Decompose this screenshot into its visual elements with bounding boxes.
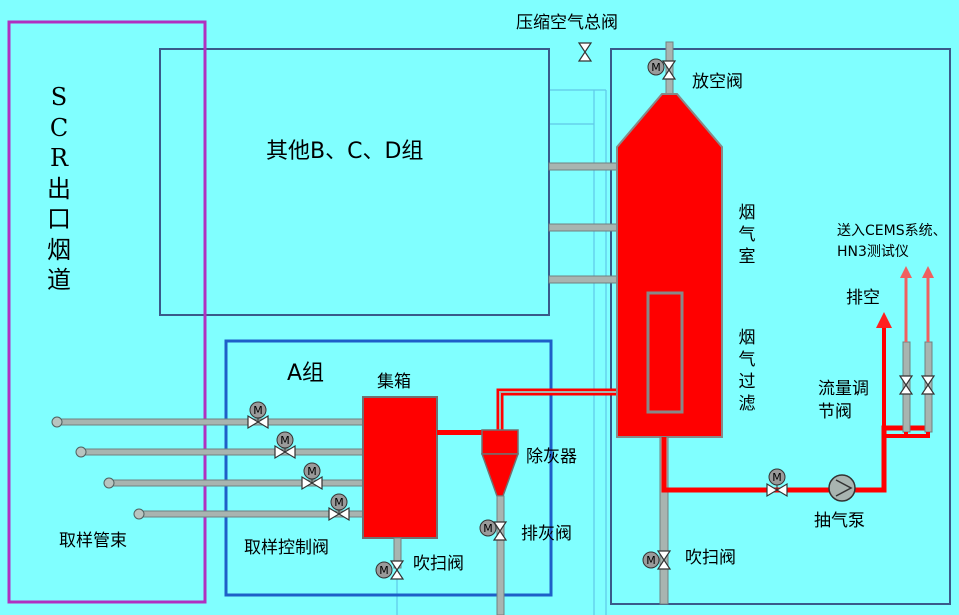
filter-char: 烟: [738, 328, 756, 348]
pump-icon: [828, 474, 856, 502]
group-a-label: A组: [287, 361, 325, 386]
scr-outlet-box: [7, 20, 207, 604]
exhaust-label: 排空: [846, 288, 880, 308]
filter-char: 滤: [738, 394, 756, 414]
sampling-control-valve-label: 取样控制阀: [244, 538, 329, 558]
cems-label-line2: HN3测试仪: [837, 244, 909, 260]
svg-text:M: M: [646, 554, 656, 567]
sampling-tube-bundle-label: 取样管束: [59, 531, 127, 551]
chamber-char: 烟: [738, 203, 756, 223]
sampling-tube-ends: [51, 416, 145, 520]
chamber-outlet-red: [661, 425, 928, 493]
ash-discharge-motor: M: [479, 519, 497, 537]
main-compressed-air-valve-label: 压缩空气总阀: [516, 13, 618, 33]
right-purge-valve-icon: [656, 550, 672, 570]
other-groups-box: [159, 48, 550, 316]
sampling-control-valves: M M M M: [247, 401, 350, 522]
vent-valve-motor: M: [647, 58, 665, 76]
scr-char: 烟: [47, 235, 71, 264]
group-a-box: [224, 339, 553, 597]
svg-text:M: M: [307, 465, 317, 478]
vent-valve-label: 放空阀: [692, 72, 743, 92]
other-groups-pipes: [548, 162, 618, 284]
scr-char: 出: [47, 174, 71, 203]
dust-remover-cyclone: [480, 429, 520, 497]
flue-gas-chamber: [616, 93, 723, 438]
scr-outlet-label: S C R 出 口 烟 道: [44, 82, 74, 296]
header-purge-valve: [389, 560, 405, 580]
scr-char: C: [49, 113, 69, 142]
flow-control-valve-label-1: 流量调: [818, 379, 869, 399]
scr-char: S: [50, 83, 68, 111]
svg-text:M: M: [651, 61, 661, 74]
background-lines: [396, 89, 607, 615]
filter-char: 过: [738, 372, 756, 392]
cems-branches: [884, 266, 936, 438]
svg-text:M: M: [253, 404, 263, 417]
chamber-char: 室: [738, 247, 756, 267]
outlet-motor-valve: M: [766, 468, 788, 498]
scr-char: R: [49, 144, 69, 172]
svg-text:M: M: [483, 522, 493, 535]
scr-char: 口: [47, 205, 71, 233]
flue-gas-chamber-label: 烟 气 室: [737, 202, 757, 268]
header-box: [362, 396, 438, 539]
header-purge-valve-label: 吹扫阀: [413, 554, 464, 574]
header-to-cyclone-pipe: [437, 430, 485, 435]
right-purge-valve-label: 吹扫阀: [685, 548, 736, 568]
main-compressed-air-valve-icon: [577, 42, 593, 62]
chamber-char: 气: [738, 225, 756, 245]
flue-gas-filter-label: 烟 气 过 滤: [737, 327, 757, 415]
ash-discharge-valve-label: 排灰阀: [521, 524, 572, 544]
right-purge-motor: M: [642, 551, 660, 569]
vent-valve-icon: [661, 60, 677, 80]
ash-pipe: [496, 495, 505, 615]
analyzer-enclosure: [610, 48, 951, 605]
svg-text:M: M: [280, 434, 290, 447]
ash-discharge-valve-icon: [492, 521, 508, 541]
extraction-pump-label: 抽气泵: [814, 511, 865, 531]
dust-remover-label: 除灰器: [526, 447, 577, 467]
svg-text:M: M: [334, 496, 344, 509]
svg-text:M: M: [772, 471, 782, 484]
header-purge-motor: M: [375, 561, 393, 579]
filter-char: 气: [738, 350, 756, 370]
svg-text:M: M: [379, 564, 389, 577]
flue-gas-filter: [646, 291, 684, 414]
flow-control-valve-label-2: 节阀: [818, 402, 852, 422]
cyclone-to-chamber-pipe: [496, 388, 617, 432]
header-box-label: 集箱: [377, 372, 411, 392]
other-groups-label: 其他B、C、D组: [266, 139, 424, 164]
cems-label-line1: 送入CEMS系统、: [837, 223, 947, 239]
scr-char: 道: [47, 266, 71, 294]
